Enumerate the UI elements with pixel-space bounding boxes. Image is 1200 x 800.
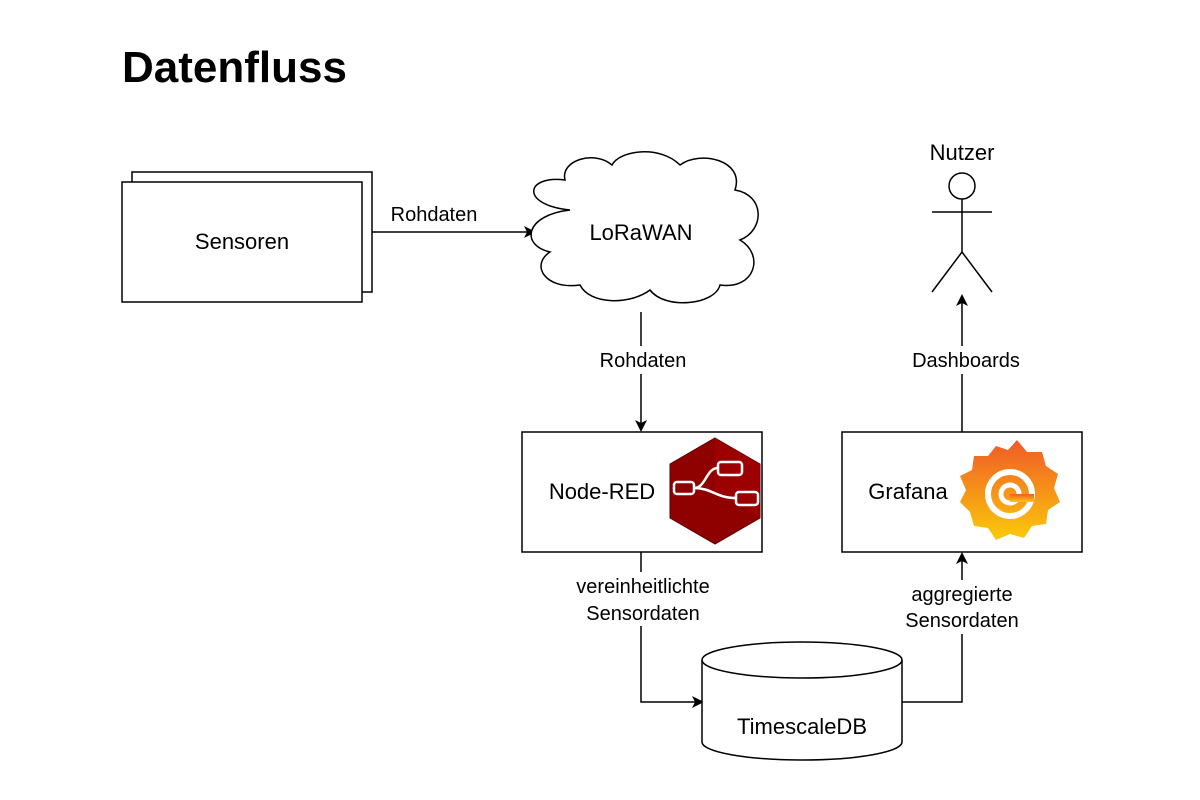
- user-actor-icon: [931, 172, 993, 293]
- user-label: Nutzer: [930, 140, 995, 165]
- page-title: Datenfluss: [122, 43, 347, 92]
- edge-label-vereinheitlichte: vereinheitlichte: [576, 576, 709, 598]
- timescaledb-label: TimescaleDB: [737, 714, 867, 739]
- grafana-logo-icon: [960, 440, 1060, 540]
- grafana-label: Grafana: [868, 479, 948, 504]
- lorawan-label: LoRaWAN: [589, 220, 692, 245]
- edge-label-sensordaten-2: Sensordaten: [905, 610, 1018, 632]
- edge-label-dashboards: Dashboards: [912, 350, 1020, 372]
- edge-timescaledb-to-grafana: aggregierte Sensordaten: [896, 552, 1030, 703]
- grafana-node: Grafana: [841, 431, 1083, 553]
- edge-nodered-to-timescaledb: vereinheitlichte Sensordaten: [568, 552, 718, 708]
- nodered-node: Node-RED: [521, 431, 763, 553]
- edge-label-rohdaten-1: Rohdaten: [391, 204, 478, 226]
- edge-sensors-to-lorawan: Rohdaten: [372, 204, 536, 238]
- cloud-shape: [530, 151, 759, 304]
- nodered-logo-icon: [669, 437, 761, 545]
- sensors-node: Sensoren: [121, 171, 373, 303]
- edge-label-rohdaten-2: Rohdaten: [600, 350, 687, 372]
- sensors-label: Sensoren: [195, 229, 289, 254]
- edge-label-aggregierte: aggregierte: [911, 584, 1012, 606]
- edge-grafana-to-user: Dashboards: [900, 294, 1030, 432]
- timescaledb-node: TimescaleDB: [701, 641, 903, 761]
- edge-label-sensordaten-1: Sensordaten: [586, 603, 699, 625]
- lorawan-cloud-node: LoRaWAN: [530, 151, 759, 304]
- edge-lorawan-to-nodered: Rohdaten: [594, 312, 690, 432]
- nodered-label: Node-RED: [549, 479, 655, 504]
